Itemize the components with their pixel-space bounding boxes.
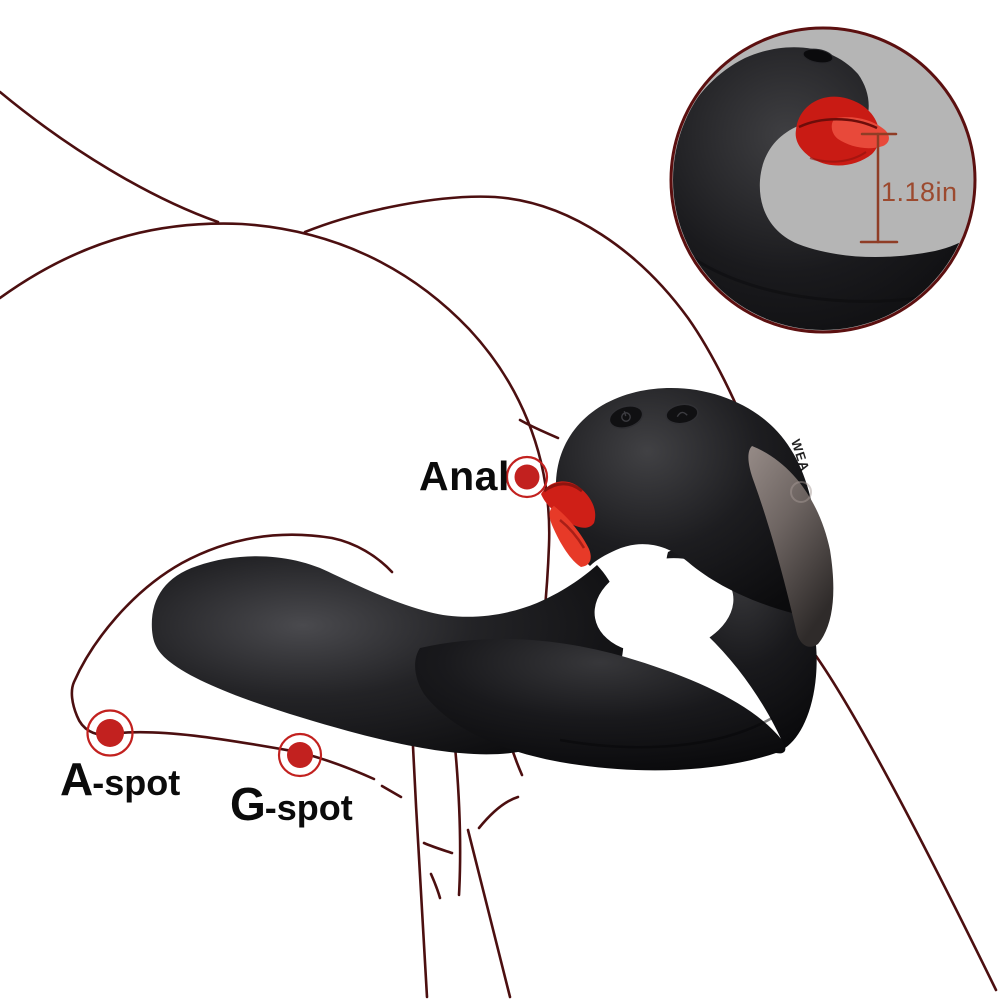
a-spot-label: A-spot bbox=[60, 756, 180, 802]
device-head bbox=[556, 388, 818, 614]
sketch-flick-3 bbox=[429, 872, 442, 900]
device-charge-panel bbox=[748, 446, 834, 647]
device-illustration: WEA bbox=[151, 388, 834, 771]
power-icon bbox=[621, 411, 631, 422]
inset-tongue bbox=[795, 96, 889, 166]
detail-inset bbox=[669, 26, 977, 334]
sketch-upper-buttock-line bbox=[0, 90, 220, 224]
sketch-anus-tick bbox=[518, 418, 560, 440]
g-spot-label: G-spot bbox=[230, 781, 353, 827]
g-spot-rest: -spot bbox=[264, 787, 353, 828]
device-buttons bbox=[608, 403, 699, 429]
sketch-flick-1 bbox=[477, 795, 520, 830]
wave-icon bbox=[676, 411, 688, 418]
inset-top-notch bbox=[802, 48, 834, 64]
measurement-label: 1.18in bbox=[881, 177, 958, 207]
inset-device-body bbox=[673, 47, 973, 330]
mode-button bbox=[665, 403, 699, 425]
tongue-lip bbox=[541, 481, 596, 528]
a-spot-marker bbox=[86, 709, 134, 757]
sketch-hip-arc-line bbox=[0, 222, 551, 620]
anal-label: Anal bbox=[419, 453, 510, 499]
a-spot-rest: -spot bbox=[92, 762, 181, 803]
anal-marker bbox=[505, 455, 549, 499]
a-spot-initial: A bbox=[60, 753, 93, 805]
device-lower-arm bbox=[415, 638, 786, 771]
inset-arm-crease bbox=[692, 256, 933, 303]
tongue-shadow-line bbox=[543, 482, 583, 493]
device-tongue bbox=[541, 481, 596, 567]
device-inner-gap bbox=[594, 558, 734, 654]
sketch-buttock-to-device-line bbox=[303, 195, 754, 448]
g-spot-initial: G bbox=[230, 778, 266, 830]
panel-logo-ring bbox=[790, 481, 812, 503]
tongue-fold-line bbox=[559, 519, 586, 549]
inset-mouth-line bbox=[798, 118, 878, 130]
annotation-dots bbox=[86, 455, 549, 778]
device-arm-crease bbox=[559, 716, 773, 749]
sketch-thigh-line bbox=[814, 654, 998, 992]
sketch-flick-2 bbox=[422, 841, 454, 855]
power-button bbox=[608, 405, 644, 429]
inset-tongue-tip bbox=[831, 117, 889, 149]
sketch-perineum-line-3 bbox=[466, 828, 512, 999]
g-spot-marker bbox=[277, 732, 323, 778]
inset-measure bbox=[859, 132, 899, 244]
inset-lip-shade bbox=[809, 151, 867, 163]
sketch-canal-dash bbox=[380, 784, 403, 799]
sketch-canal-line bbox=[70, 533, 394, 781]
